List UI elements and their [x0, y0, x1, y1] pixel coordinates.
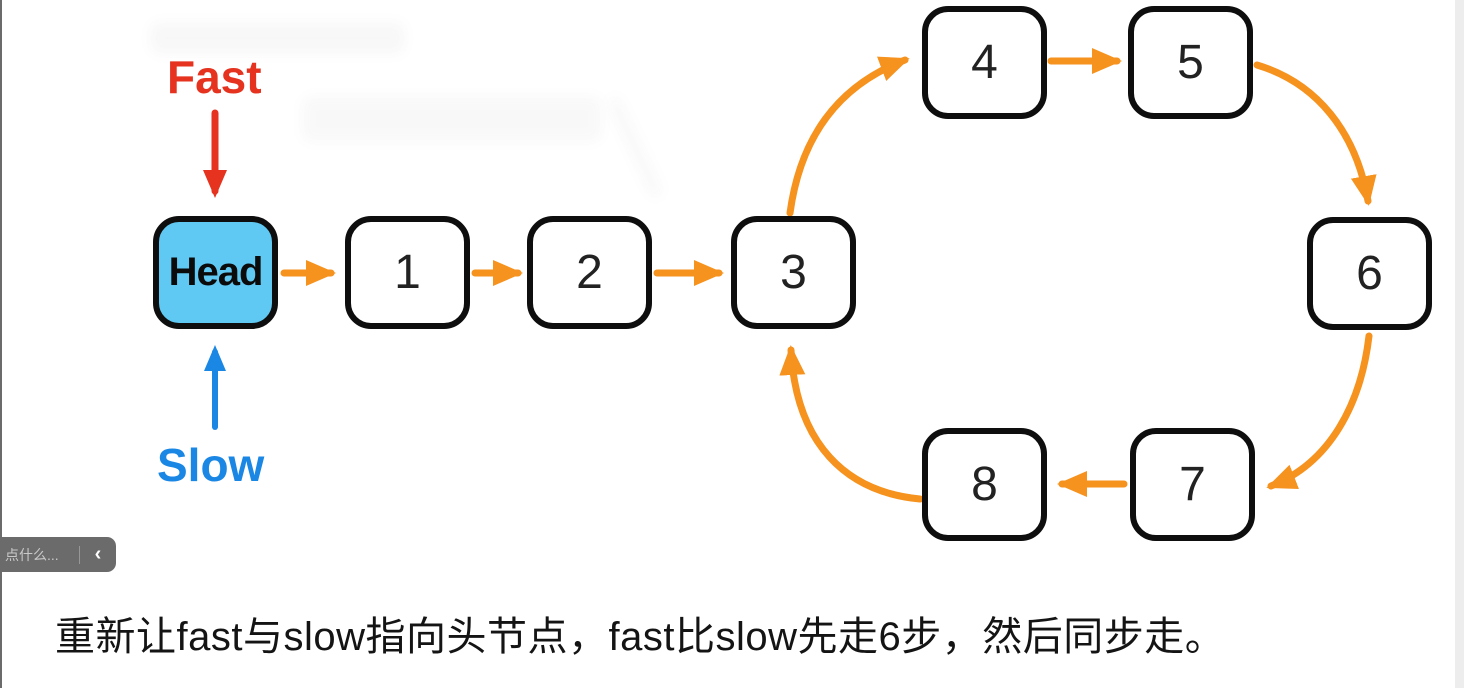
- edge-3-4-arrow: [786, 56, 910, 217]
- danmaku-input-placeholder[interactable]: 点什么...: [5, 546, 59, 563]
- node-head: Head: [153, 216, 278, 329]
- node-label: 7: [1179, 458, 1206, 511]
- screen-right-edge: [1455, 0, 1464, 688]
- edge-8-3-cycle-arrow: [779, 345, 924, 503]
- node-label: 4: [971, 36, 998, 89]
- node-label: 6: [1356, 247, 1383, 300]
- divider: [79, 545, 80, 564]
- node-label: Head: [168, 250, 264, 294]
- node-5: 5: [1128, 6, 1253, 119]
- node-7: 7: [1130, 428, 1255, 541]
- node-label: 3: [780, 246, 807, 299]
- chevron-left-icon[interactable]: ‹: [94, 543, 102, 565]
- erased-ink-smudge: [302, 96, 602, 142]
- node-2: 2: [527, 216, 652, 329]
- edge-6-7-arrow: [1266, 332, 1373, 490]
- node-3: 3: [731, 216, 856, 329]
- node-6: 6: [1307, 217, 1432, 330]
- node-1: 1: [345, 216, 470, 329]
- edge-5-6-arrow: [1253, 61, 1377, 206]
- slow-pointer-label: Slow: [157, 439, 265, 491]
- screen-left-edge: [0, 0, 2, 688]
- node-8: 8: [922, 428, 1047, 541]
- erased-ink-smudge: [150, 22, 405, 54]
- fast-pointer-label: Fast: [167, 51, 262, 103]
- node-label: 8: [971, 458, 998, 511]
- node-4: 4: [922, 6, 1047, 119]
- caption-text: 重新让fast与slow指向头节点，fast比slow先走6步，然后同步走。: [55, 615, 1226, 659]
- node-label: 2: [576, 246, 603, 299]
- node-label: 5: [1177, 36, 1204, 89]
- danmaku-bar[interactable]: 点什么... ‹: [0, 537, 116, 572]
- node-label: 1: [394, 246, 421, 299]
